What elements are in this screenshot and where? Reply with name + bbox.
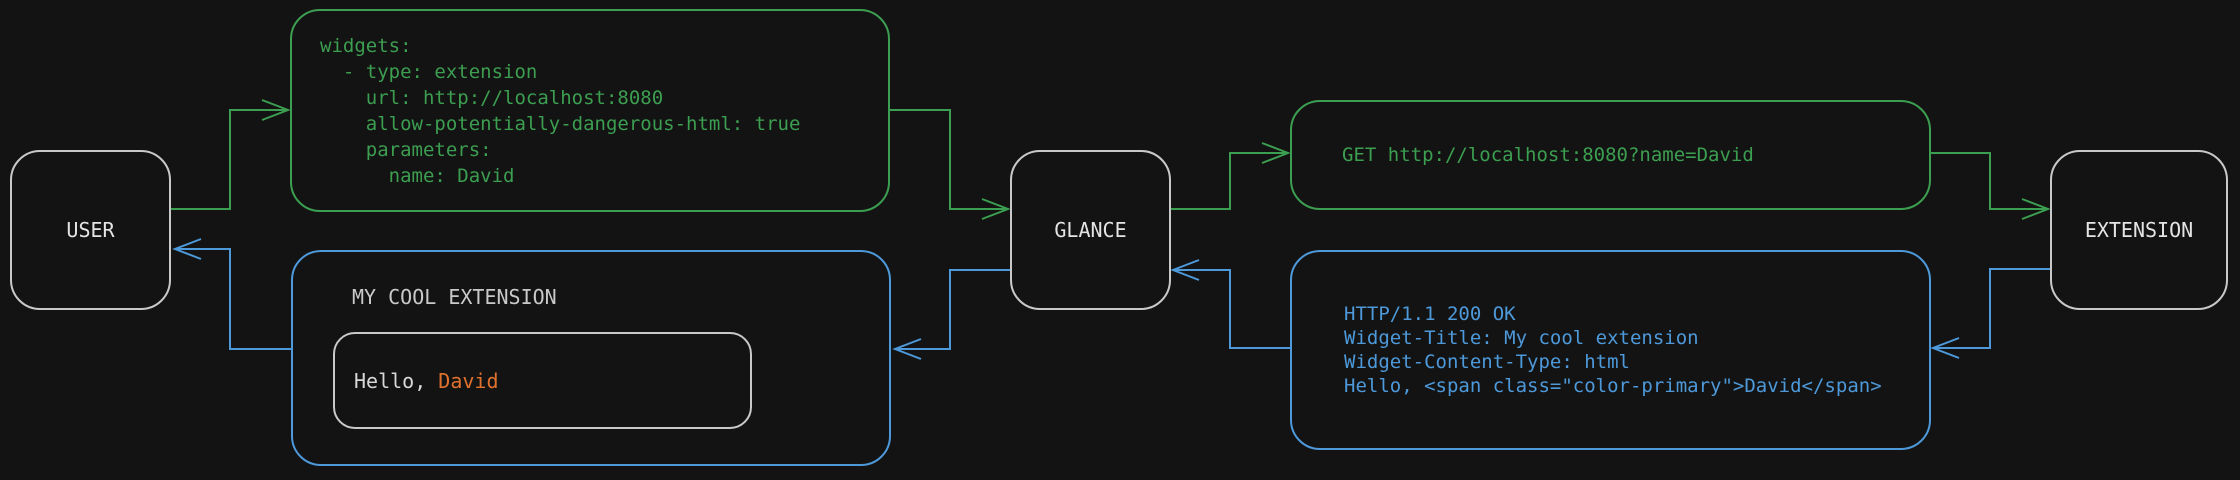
response-line: Hello, <span class="color-primary">David… <box>1344 375 1882 397</box>
widget-title: MY COOL EXTENSION <box>352 285 557 309</box>
config-line: url: http://localhost:8080 <box>320 86 664 109</box>
arrow-widget-to-user <box>172 238 291 350</box>
response-line: Widget-Title: My cool extension <box>1344 327 1699 349</box>
arrow-user-to-config <box>171 99 291 210</box>
config-line: widgets: <box>320 34 412 57</box>
greeting-card: Hello, David <box>333 332 752 429</box>
arrowhead-left-icon <box>1170 259 1200 281</box>
http-response-box: HTTP/1.1 200 OK Widget-Title: My cool ex… <box>1290 250 1931 450</box>
greeting-prefix: Hello, <box>354 368 439 393</box>
node-extension: EXTENSION <box>2050 150 2228 310</box>
arrowhead-left-icon <box>172 238 202 260</box>
response-line: Widget-Content-Type: html <box>1344 351 1630 373</box>
arrowhead-right-icon <box>1261 142 1291 164</box>
node-glance: GLANCE <box>1010 150 1171 310</box>
http-request-box: GET http://localhost:8080?name=David <box>1290 100 1931 210</box>
response-line: HTTP/1.1 200 OK <box>1344 303 1516 325</box>
arrow-config-to-glance <box>890 109 1011 220</box>
greeting-name: David <box>438 368 499 393</box>
arrow-glance-to-request <box>1171 142 1291 210</box>
config-line: parameters: <box>320 138 492 161</box>
config-line: name: David <box>320 164 515 187</box>
arrow-request-to-extension <box>1931 152 2051 220</box>
node-extension-label: EXTENSION <box>2084 218 2194 242</box>
node-user-label: USER <box>66 218 115 242</box>
node-user: USER <box>10 150 171 310</box>
arrowhead-right-icon <box>981 198 1011 220</box>
arrow-extension-to-response <box>1930 268 2050 359</box>
request-line: GET http://localhost:8080?name=David <box>1342 144 1754 166</box>
arrow-response-to-glance <box>1170 259 1290 349</box>
config-line: - type: extension <box>320 60 538 83</box>
arrowhead-left-icon <box>892 338 922 360</box>
widget-preview-box: MY COOL EXTENSION Hello, David <box>291 250 891 466</box>
arrow-glance-to-widget <box>892 269 1010 360</box>
arrowhead-right-icon <box>2021 198 2051 220</box>
arrowhead-right-icon <box>261 99 291 121</box>
arrowhead-left-icon <box>1930 337 1960 359</box>
config-yaml-box: widgets: - type: extension url: http://l… <box>290 9 890 212</box>
config-line: allow-potentially-dangerous-html: true <box>320 112 801 135</box>
node-glance-label: GLANCE <box>1054 218 1127 242</box>
